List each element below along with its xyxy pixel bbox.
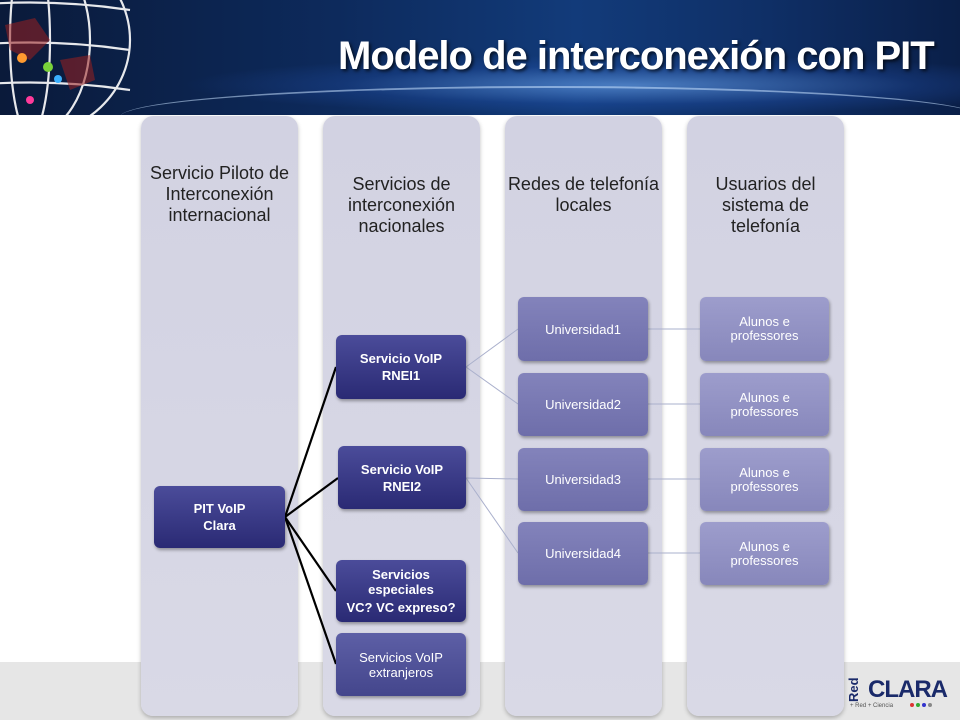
node-label: Alunos e professores — [730, 464, 799, 494]
redclara-logo: Red CLARA + Red + Ciencia — [846, 676, 948, 710]
column-internacional: Servicio Piloto de Interconexión interna… — [141, 116, 298, 716]
column-header: Servicios de interconexión nacionales — [347, 174, 456, 236]
header-banner: Modelo de interconexión con PIT — [0, 0, 960, 115]
node-universidad-1: Universidad1 — [518, 297, 648, 361]
column-header: Usuarios del sistema de telefonía — [715, 174, 816, 236]
node-label: Universidad3 — [545, 472, 621, 487]
node-label: Servicios VoIP — [359, 649, 443, 665]
node-servicio-rnei2: Servicio VoIP RNEI2 — [338, 446, 466, 509]
node-usuarios-2: Alunos e professores — [700, 373, 829, 436]
node-usuarios-1: Alunos e professores — [700, 297, 829, 361]
node-label: Servicios especiales — [368, 567, 434, 597]
node-label: VC? VC expreso? — [346, 600, 456, 615]
node-label: Universidad2 — [545, 397, 621, 412]
logo-tagline: + Red + Ciencia — [850, 703, 894, 709]
node-universidad-2: Universidad2 — [518, 373, 648, 436]
node-universidad-4: Universidad4 — [518, 522, 648, 585]
node-label: Universidad4 — [545, 546, 621, 561]
node-pit-voip-clara: PIT VoIP Clara — [154, 486, 285, 548]
node-label: Servicio VoIP — [359, 351, 443, 366]
column-header: Servicio Piloto de Interconexión interna… — [149, 163, 290, 225]
node-usuarios-3: Alunos e professores — [700, 448, 829, 511]
node-label: Clara — [203, 518, 236, 533]
logo-prefix: Red — [846, 677, 861, 702]
node-usuarios-4: Alunos e professores — [700, 522, 829, 585]
node-label: Servicio VoIP — [360, 461, 444, 477]
node-label: RNEI1 — [381, 368, 421, 383]
node-universidad-3: Universidad3 — [518, 448, 648, 511]
node-label: PIT VoIP — [193, 501, 246, 516]
node-label: Alunos e professores — [730, 538, 799, 568]
node-servicios-extranjeros: Servicios VoIP extranjeros — [336, 633, 466, 696]
node-label: RNEI2 — [382, 478, 422, 494]
node-label: Universidad1 — [545, 321, 621, 337]
page-title: Modelo de interconexión con PIT — [338, 34, 935, 78]
node-label: Alunos e professores — [730, 314, 799, 343]
node-label: Alunos e professores — [730, 389, 799, 419]
node-label: extranjeros — [368, 664, 434, 680]
node-servicio-rnei1: Servicio VoIP RNEI1 — [336, 335, 466, 399]
column-header: Redes de telefonía locales — [507, 174, 660, 215]
logo-text: CLARA — [868, 676, 948, 703]
globe-icon — [0, 0, 132, 115]
node-servicios-especiales: Servicios especiales VC? VC expreso? — [336, 560, 466, 622]
